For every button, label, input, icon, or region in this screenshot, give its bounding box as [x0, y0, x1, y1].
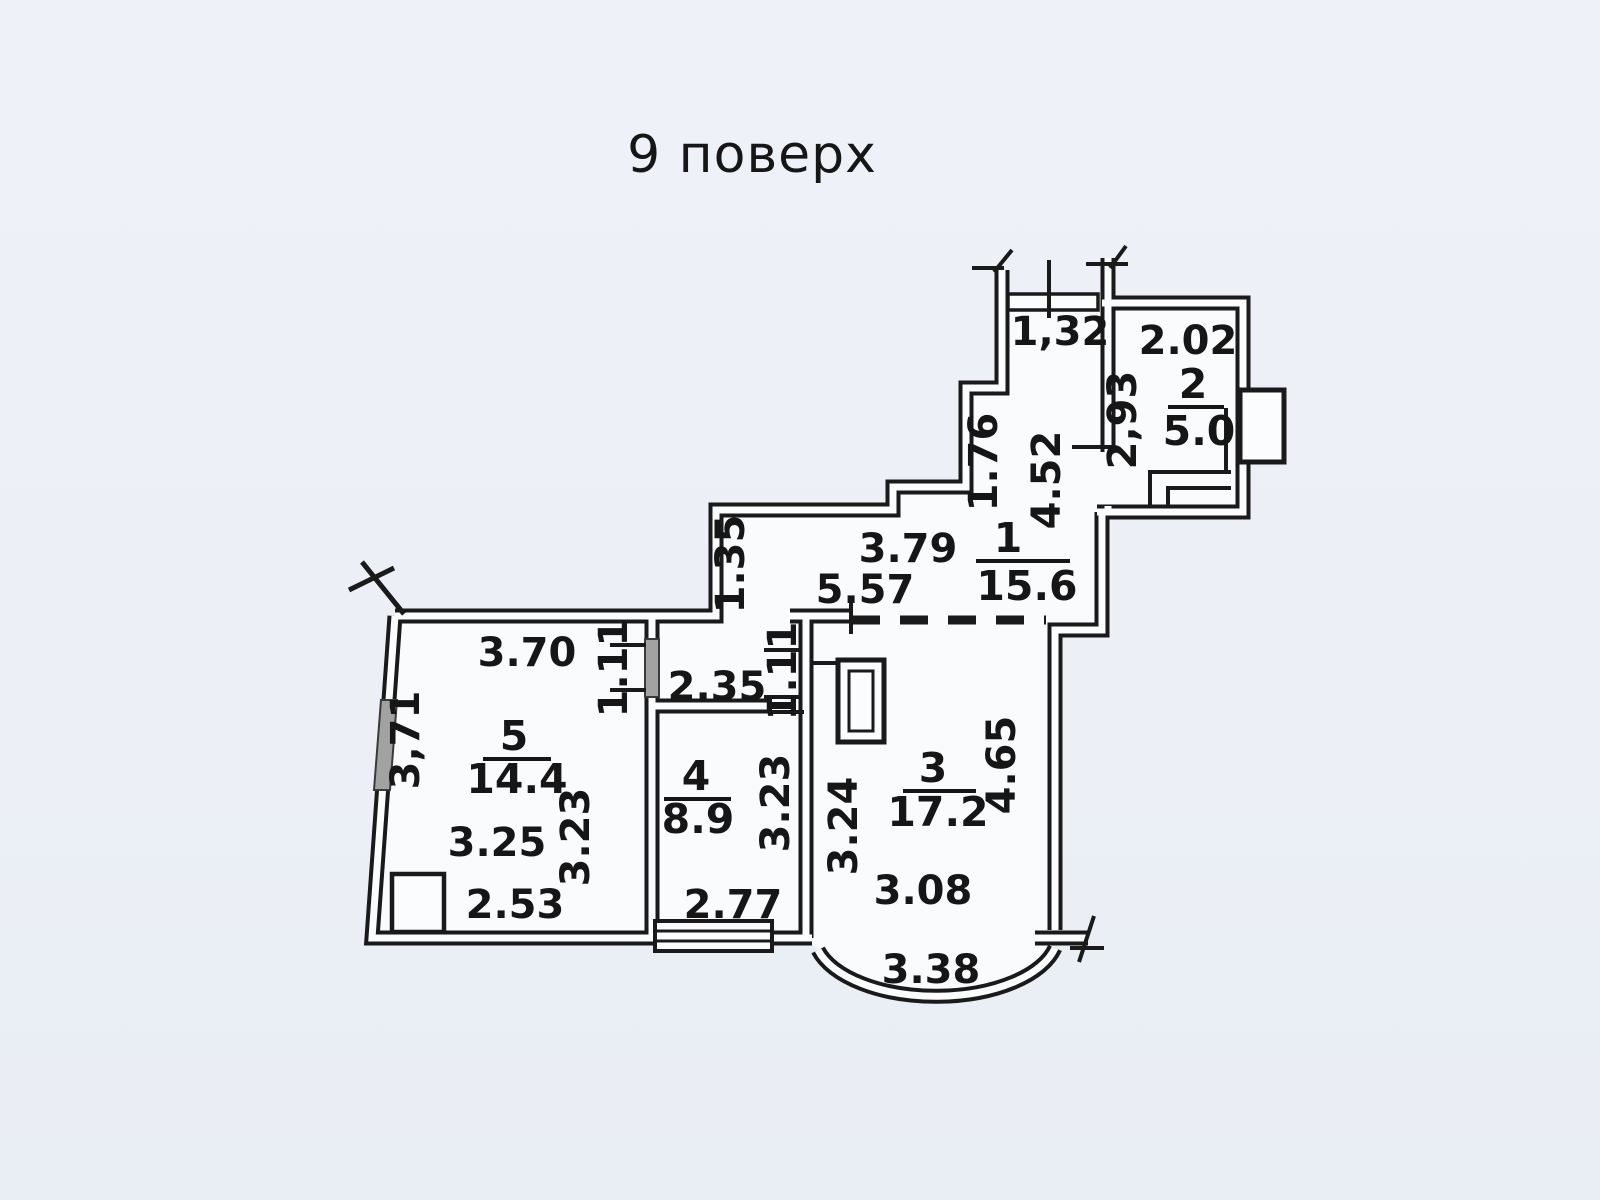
dim-room5-door: 1.11 — [591, 619, 637, 718]
room2-shaft — [1237, 387, 1287, 465]
room5-number: 5 — [500, 712, 529, 760]
room5-window-block — [372, 699, 399, 791]
room4-window — [653, 919, 774, 953]
dim-entry-width: 1,32 — [1011, 309, 1110, 355]
room5-door-leaf — [644, 638, 660, 698]
wall-break-icon-bay — [1070, 915, 1104, 963]
wall-break-icon-entry-right — [1086, 244, 1128, 270]
wall-break-icon-entry-left — [972, 248, 1014, 274]
dim-room5-width: 3.25 — [448, 820, 547, 866]
room4-number: 4 — [682, 752, 711, 800]
dim-room5-left: 3,71 — [383, 691, 429, 790]
room2-number: 2 — [1179, 360, 1208, 408]
room2-fixture-outer — [1148, 470, 1231, 506]
dim-room1-left: 1.35 — [708, 515, 754, 614]
dim-room5-bottom: 2.53 — [466, 882, 565, 928]
dim-room3-left: 3.24 — [821, 777, 867, 876]
dim-corridor-width: 2.35 — [668, 664, 767, 710]
room5-area: 14.4 — [466, 755, 567, 803]
room1-number: 1 — [994, 514, 1023, 562]
room3-shaft-inner — [847, 669, 875, 733]
wall-break-icon-top-left — [347, 560, 406, 616]
dim-room4-bottom: 2.77 — [684, 882, 783, 928]
room-3: 3.24 3 17.2 4.65 3.08 3.38 — [821, 716, 1025, 993]
dim-room5-right: 3.23 — [553, 788, 599, 887]
room4-area: 8.9 — [662, 795, 735, 843]
room-4: 4 8.9 3.23 2.77 — [662, 752, 799, 928]
room-5: 3.70 5 14.4 3,71 3.25 3.23 2.53 — [383, 630, 599, 928]
room2-area: 5.0 — [1163, 407, 1236, 455]
room5-duct-square — [389, 871, 447, 935]
corridor-labels: 1.11 2.35 1.11 — [591, 619, 806, 721]
room3-number: 3 — [919, 744, 948, 792]
dim-room1-width: 5.57 — [816, 567, 915, 613]
dim-room2-width: 2.02 — [1139, 318, 1238, 364]
dim-hall-width-upper: 1.76 — [961, 413, 1007, 512]
annotations — [347, 244, 1128, 963]
room2-fixture-inner — [1166, 486, 1231, 506]
dim-room2-depth: 2,93 — [1100, 371, 1146, 470]
dim-room3-bay: 3.38 — [882, 947, 981, 993]
dim-room3-right: 4.65 — [979, 716, 1025, 815]
dim-room1-top: 3.79 — [859, 526, 958, 572]
dim-room4-right: 3.23 — [753, 754, 799, 853]
dim-room3-width: 3.08 — [874, 868, 973, 914]
dim-hall-length: 4.52 — [1024, 431, 1070, 530]
entry-labels: 1,32 1.76 4.52 — [961, 309, 1109, 529]
room-1: 3.79 5.57 1.35 1 15.6 — [708, 514, 1078, 613]
floor-title: 9 поверх — [627, 125, 877, 185]
room1-area: 15.6 — [976, 562, 1077, 610]
room4-window-stripes — [657, 929, 770, 943]
fixtures — [372, 292, 1287, 953]
dim-room5-top: 3.70 — [478, 630, 577, 676]
room3-area: 17.2 — [887, 788, 988, 836]
room-2: 2.02 2,93 2 5.0 — [1100, 318, 1237, 469]
entry-door-threshold — [1006, 292, 1100, 312]
dim-room4-door: 1.11 — [760, 622, 806, 721]
